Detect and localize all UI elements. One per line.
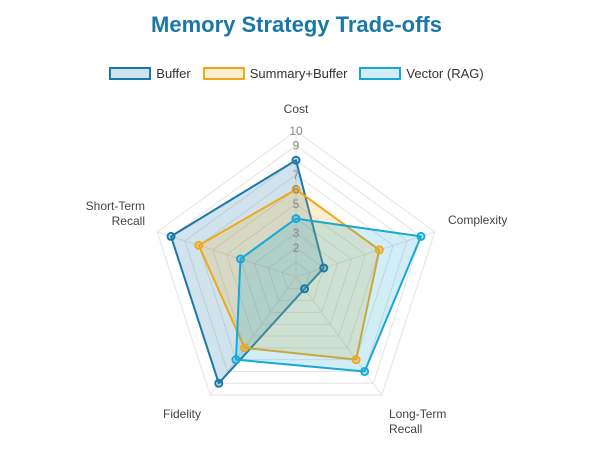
tick-label: 7 [293,168,300,182]
data-point [300,284,310,294]
legend-label-summary-buffer: Summary+Buffer [249,66,348,81]
axis-label: Short-Term [86,199,145,213]
legend-label-buffer: Buffer [156,66,191,81]
legend-item-buffer[interactable]: Buffer [109,66,191,81]
grid-spoke [209,276,297,396]
grid-ring [198,174,394,361]
legend: Buffer Summary+Buffer Vector (RAG) [0,66,593,81]
series-area-2 [234,217,422,373]
data-point [231,355,241,365]
tick-label: 6 [293,182,300,196]
data-point [291,184,301,194]
axis-label: Recall [112,214,145,228]
tick-label: 2 [293,241,300,255]
legend-swatch-vector-rag [359,67,402,80]
data-point [235,254,245,264]
axis-label: Complexity [448,213,507,227]
grid-ring [253,232,339,313]
grid-ring [184,159,408,372]
data-point [194,240,204,250]
data-point [291,214,301,224]
axis-label: Recall [389,422,422,436]
data-point [291,155,301,165]
data-point [240,343,250,353]
legend-swatch-summary-buffer [202,67,245,80]
data-point [319,263,329,273]
chart-title: Memory Strategy Trade-offs [151,12,442,37]
legend-item-summary-buffer[interactable]: Summary+Buffer [202,66,348,81]
series-area-1 [197,188,381,361]
grid-spoke [295,231,436,278]
legend-label-vector-rag: Vector (RAG) [406,66,484,81]
data-point [374,245,384,255]
grid-ring [267,247,325,302]
grid-ring [225,203,367,337]
data-point [360,366,370,376]
series-area-0 [170,159,325,385]
grid-spoke [295,276,383,396]
legend-item-vector-rag[interactable]: Vector (RAG) [359,66,484,81]
grid-ring [170,144,422,384]
data-point [214,378,224,388]
tick-label: 10 [289,124,303,138]
legend-swatch-buffer [109,67,152,80]
data-point [351,355,361,365]
data-point [166,231,176,241]
data-point [416,231,426,241]
tick-label: 3 [293,226,300,240]
axis-label: Cost [284,102,309,116]
grid-spoke [156,231,297,278]
grid-ring [281,261,311,290]
tick-label: 5 [293,197,300,211]
grid-ring [156,130,436,396]
tick-label: 9 [293,139,300,153]
axis-label: Long-Term [389,407,446,421]
axis-label: Fidelity [163,407,201,421]
